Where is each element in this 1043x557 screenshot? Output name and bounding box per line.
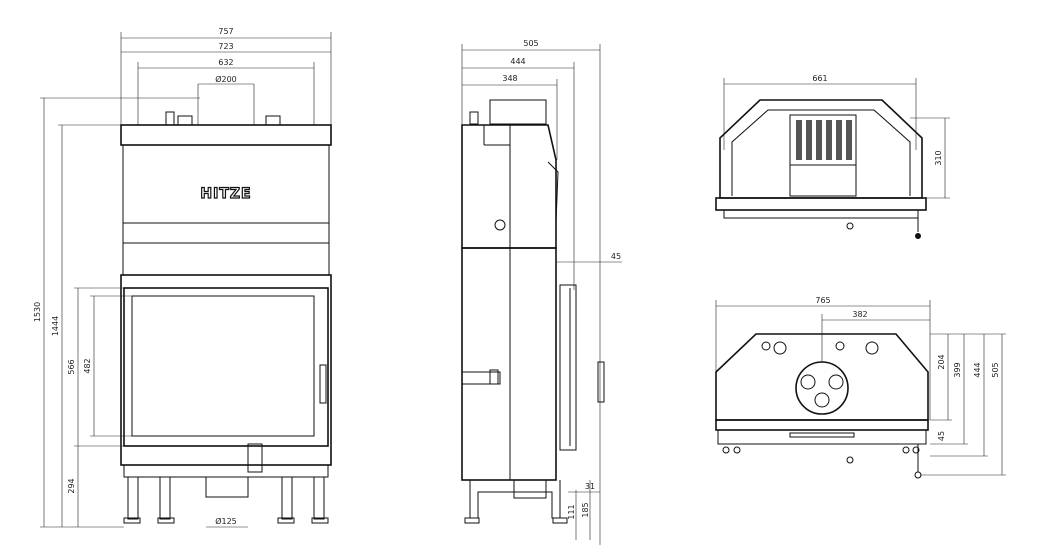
- dim-185: 185: [581, 502, 590, 517]
- dim-399: 399: [953, 362, 962, 377]
- dim-444-side: 444: [510, 57, 525, 66]
- front-view: 757 723 632 Ø200 HITZE: [33, 27, 332, 528]
- dim-111: 111: [567, 504, 576, 519]
- dim-723: 723: [218, 42, 233, 51]
- dim-204: 204: [937, 354, 946, 369]
- top-view: 661 310: [715, 74, 950, 239]
- dim-505-bottom: 505: [991, 362, 1000, 377]
- brand-logo: HITZE: [200, 186, 251, 202]
- front-height-dims: 1530 1444 566 482 294 Ø125: [33, 97, 248, 528]
- dim-310: 310: [934, 150, 943, 165]
- dim-505-side: 505: [523, 39, 538, 48]
- dim-45-side: 45: [611, 252, 621, 261]
- dim-632: 632: [218, 58, 233, 67]
- dim-444-bottom: 444: [973, 362, 982, 377]
- dim-air-inlet-diameter: Ø125: [215, 516, 237, 526]
- dim-flue-diameter: Ø200: [215, 74, 237, 84]
- dim-348-side: 348: [502, 74, 517, 83]
- dim-566: 566: [67, 359, 76, 374]
- front-width-dims: 757 723 632 Ø200: [120, 27, 332, 125]
- front-body: HITZE: [120, 111, 332, 524]
- dim-482: 482: [83, 358, 92, 373]
- grate-pattern: [796, 120, 852, 160]
- dim-45-bottom: 45: [937, 431, 946, 441]
- dim-382: 382: [852, 310, 867, 319]
- side-view: 505 444 348 45 31: [461, 39, 622, 545]
- dim-757: 757: [218, 27, 233, 36]
- side-body: 45 31 111 185: [461, 99, 622, 540]
- dim-1444: 1444: [51, 316, 60, 336]
- dim-661: 661: [812, 74, 827, 83]
- side-depth-dims: 505 444 348: [461, 39, 601, 545]
- bottom-view: 765 382 204 399 444 505 45: [715, 296, 1006, 479]
- dim-1530: 1530: [33, 302, 42, 322]
- dim-765: 765: [815, 296, 830, 305]
- dim-294: 294: [67, 478, 76, 493]
